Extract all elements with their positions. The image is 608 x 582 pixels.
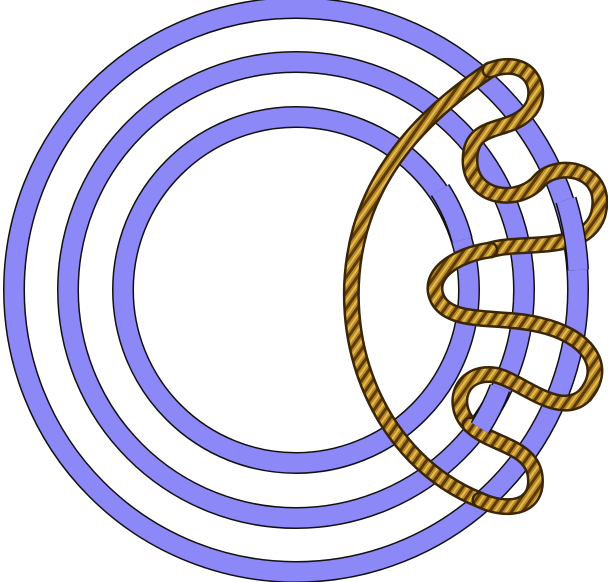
ring-inner bbox=[123, 117, 469, 463]
ring-outer bbox=[14, 8, 578, 572]
ring-middle-band bbox=[68, 62, 524, 518]
ring-middle-over-segment-band bbox=[480, 388, 500, 428]
ring-middle bbox=[68, 62, 524, 518]
ring-inner-band bbox=[123, 117, 469, 463]
ring-outer-band bbox=[14, 8, 578, 572]
ring-inner-over-segment-band bbox=[440, 190, 462, 240]
